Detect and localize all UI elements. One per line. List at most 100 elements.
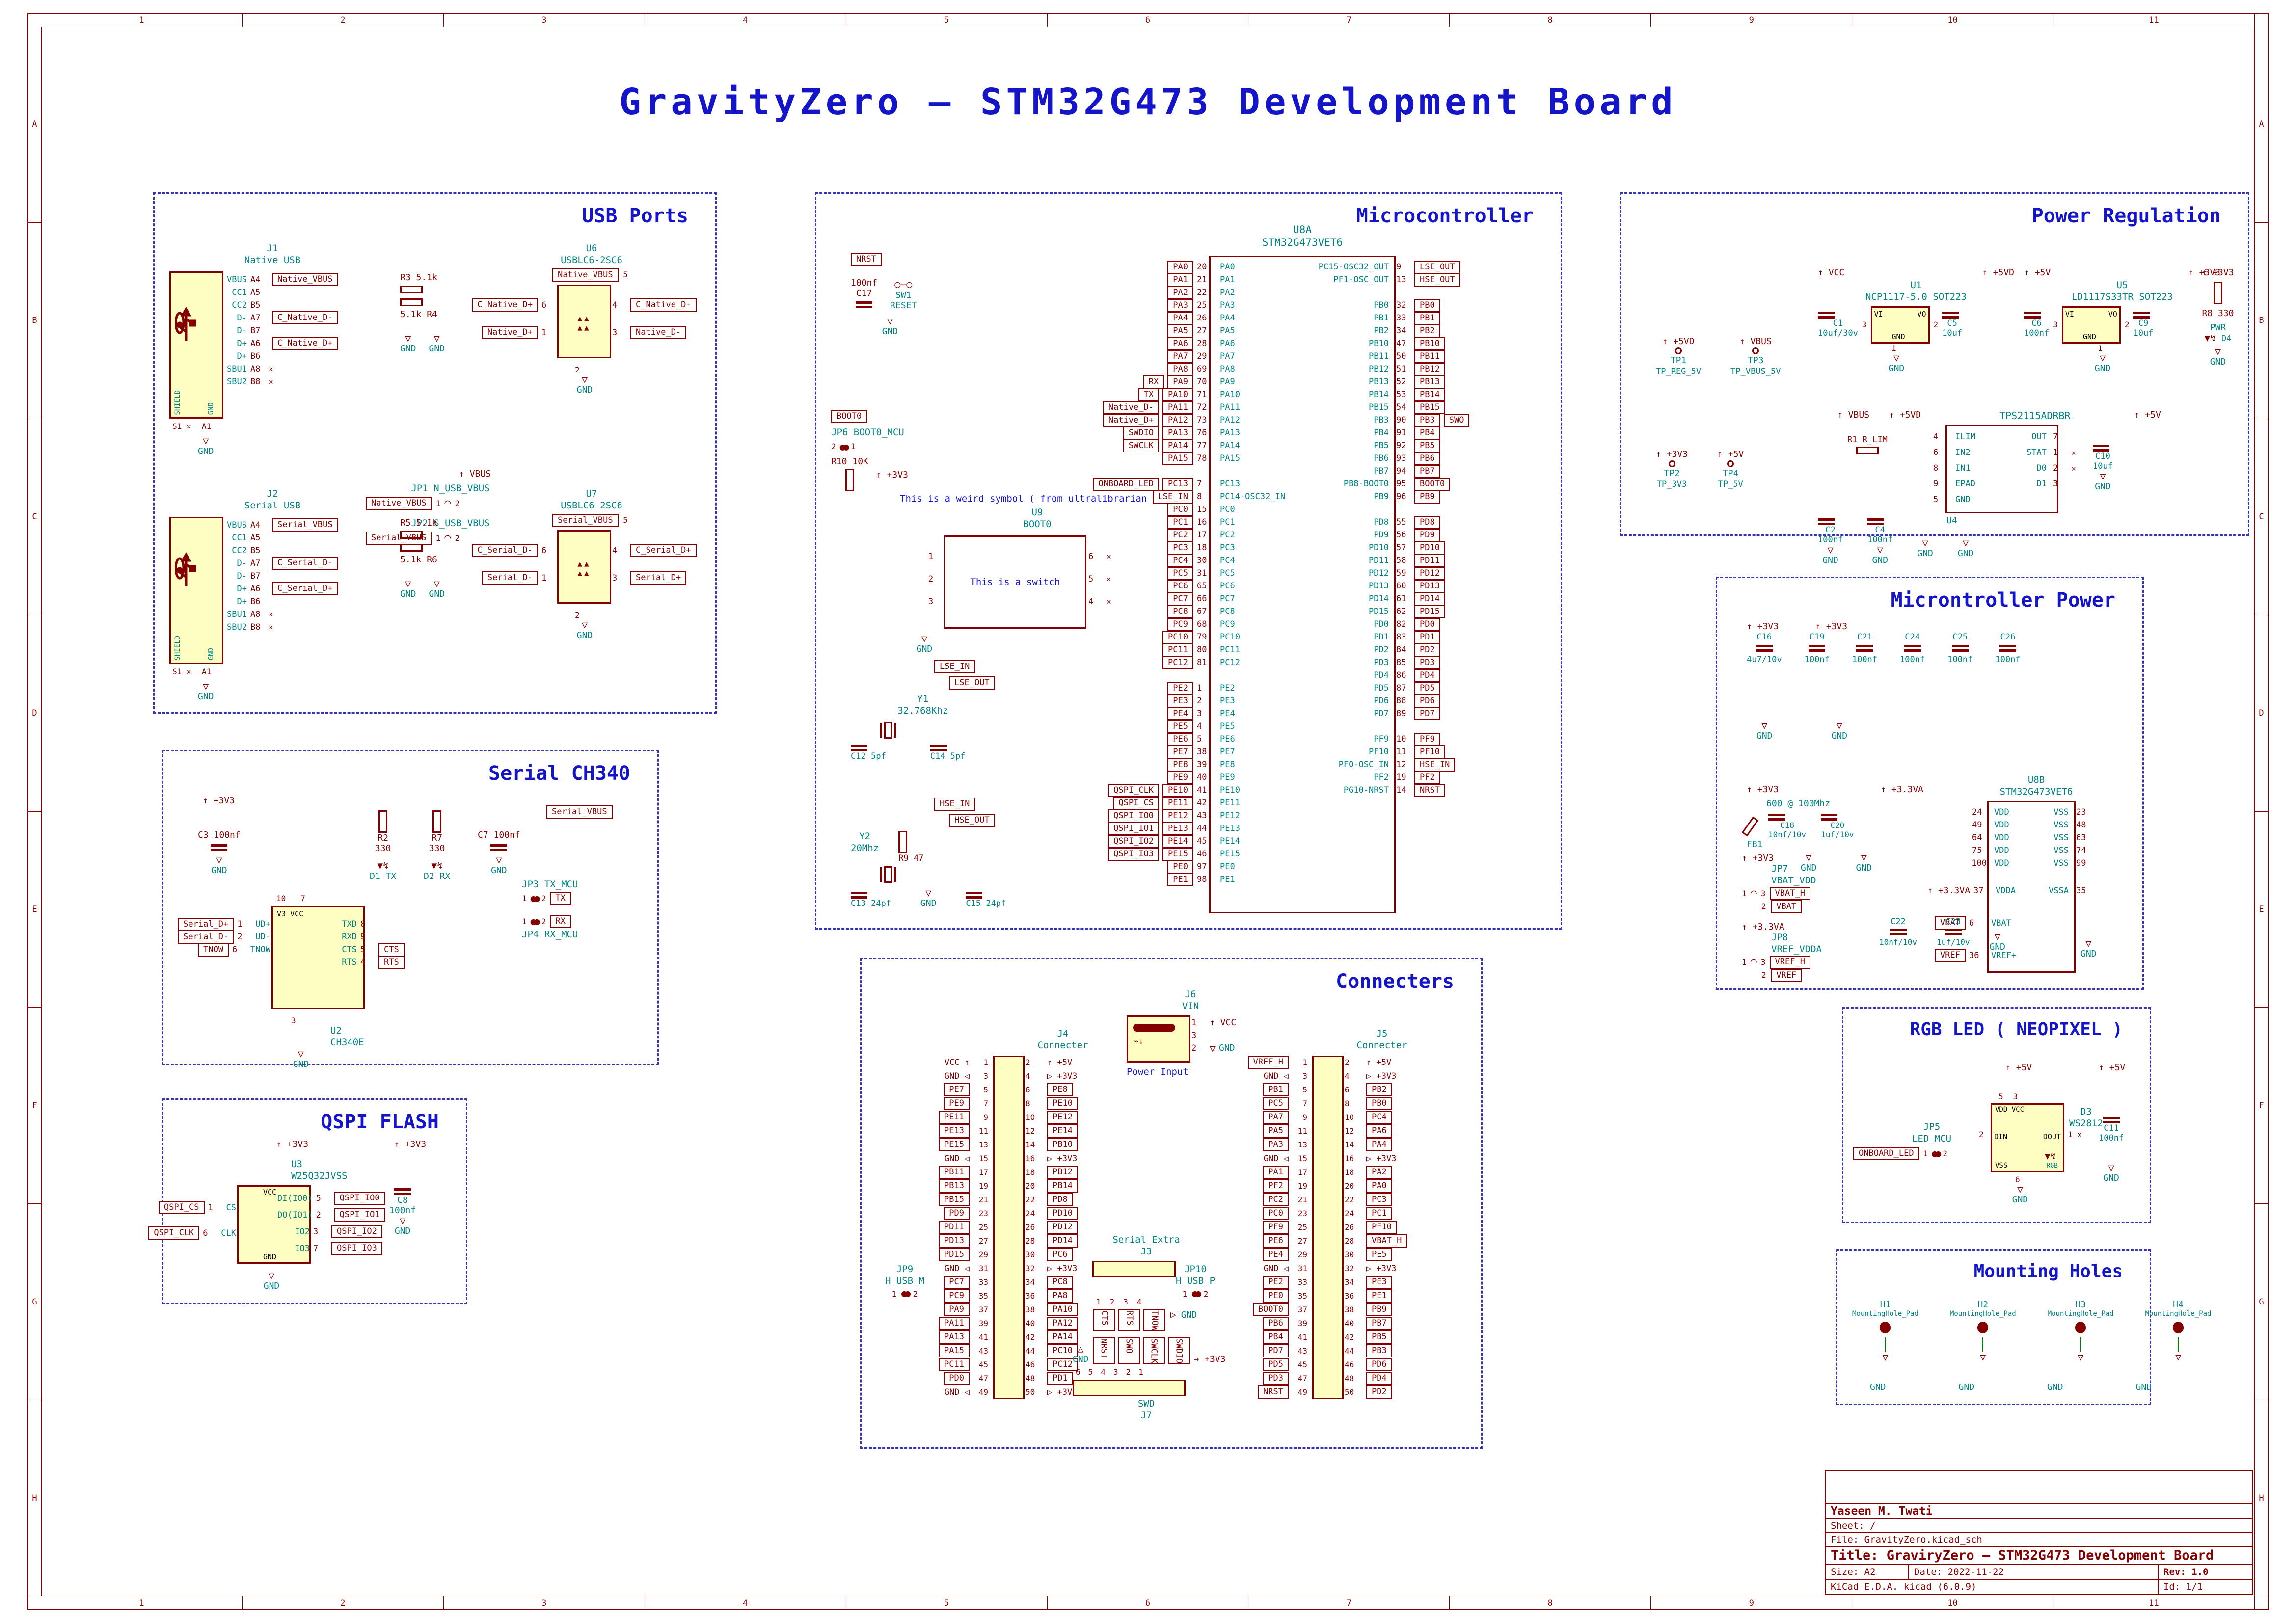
pin-number: 44 — [1026, 1346, 1035, 1356]
connector-row: PB15 21 22 PD8 — [881, 1193, 1156, 1207]
pin-name: PA8 — [1220, 364, 1235, 374]
pin-name: VSS — [2053, 845, 2069, 855]
jp1-ref: JP1 — [411, 483, 428, 494]
pin-number: 2 — [2053, 463, 2058, 473]
pin-name: PB14 — [1369, 390, 1389, 399]
tp3-pad — [1752, 347, 1759, 354]
pin-name: PE0 — [1220, 862, 1235, 872]
hole-ref: H1 — [1880, 1300, 1891, 1310]
net-label: PA9 — [944, 1303, 970, 1316]
pin-number: 4 — [1933, 432, 1939, 442]
u9-right-pins: 6✕5✕4✕ — [1088, 545, 1111, 613]
gnd-symbol: ▽GND — [1989, 931, 2006, 952]
pin-name: PD12 — [1369, 568, 1389, 578]
vbus-net: ↑ VBUS — [459, 469, 491, 479]
u6-value: USBLC6-2SC6 — [561, 254, 622, 266]
block-title: Microcontroller — [1356, 205, 1534, 227]
hole-value: MountingHole_Pad — [2145, 1310, 2212, 1318]
net-label: PE1 — [1366, 1289, 1392, 1303]
net-label: Native_D+ — [482, 326, 538, 339]
pin-number: 26 — [1345, 1223, 1354, 1232]
c7-capacitor — [490, 844, 508, 851]
pin-number: 15 — [978, 1154, 988, 1163]
gnd-symbol: ▽GND — [1957, 537, 1974, 559]
pin-name: PD8 — [1374, 517, 1389, 527]
net-label: PC13 — [1162, 477, 1193, 491]
extra-net-label: QSPI_IO3 — [1108, 847, 1160, 861]
net-label: PB1 — [1263, 1083, 1289, 1096]
net-label: RTS — [378, 956, 405, 969]
pin-row — [1314, 503, 1469, 516]
pin-number: 46 — [1197, 849, 1207, 859]
pin-number: 13 — [1297, 1140, 1307, 1149]
net-label: PA8 — [1047, 1289, 1073, 1303]
connector-row: PD11 25 26 PD12 — [881, 1221, 1156, 1234]
pin-number: 1 — [983, 1058, 988, 1067]
net-label: PD10 — [1414, 541, 1445, 555]
jp1-value: N_USB_VBUS — [433, 483, 490, 494]
pin-name: PC4 — [1220, 556, 1235, 565]
extra-net-label: QSPI_CLK — [1108, 783, 1160, 797]
extra-net-label: Native_D- — [1103, 400, 1160, 414]
net-label: PD14 — [1414, 592, 1445, 606]
cap-symbol — [1856, 645, 1873, 652]
r5-resistor — [400, 531, 423, 539]
net-label: PB7 — [1366, 1317, 1392, 1330]
ruler-row-label: G — [28, 1204, 41, 1401]
gnd-symbol: ▽GND — [2210, 346, 2226, 367]
ruler-row-label: D — [2255, 615, 2268, 812]
pin-name: PA0 — [1220, 262, 1235, 272]
pin-name: SBU2 — [227, 376, 247, 387]
pin-number: 23 — [1297, 1209, 1307, 1218]
connector-row: PE9 7 8 PE10 — [881, 1097, 1156, 1111]
pin-name: PD1 — [1374, 632, 1389, 642]
j2-body: SHIELD GND — [169, 516, 223, 664]
net-label: SWDIO — [1167, 1337, 1190, 1365]
pin-number: 47 — [1396, 339, 1406, 348]
c18-capacitor — [1768, 814, 1785, 821]
pin-name: PD13 — [1369, 581, 1389, 591]
power-net: ▷ +3V3 — [1366, 1153, 1397, 1164]
block-title: Mounting Holes — [1973, 1261, 2123, 1281]
c15-capacitor — [966, 892, 983, 899]
ruler-col-label: 2 — [243, 13, 444, 27]
net-label: TNOW — [1143, 1309, 1165, 1331]
pin-number: 24 — [1972, 807, 1982, 817]
qspi-3v3: ↑ +3V3 — [276, 1139, 309, 1149]
tp4-pad — [1727, 460, 1734, 467]
net-label: PA15 — [939, 1344, 970, 1357]
pin-number: 49 — [1297, 1387, 1307, 1397]
pin-name: PA10 — [1220, 390, 1240, 399]
pin-number: 3 — [612, 573, 618, 583]
ruler-col-label: 8 — [1450, 1596, 1651, 1610]
net-label: PD8 — [1047, 1193, 1073, 1206]
j3-body — [1092, 1260, 1176, 1277]
pin-number: 9 — [360, 932, 366, 942]
net-label: NRST — [851, 253, 882, 266]
net-label: PB14 — [1047, 1179, 1078, 1193]
hole-pad — [2075, 1322, 2086, 1333]
pin-number: 21 — [1197, 275, 1207, 285]
pin-number: 3 — [313, 1226, 319, 1237]
pin-number: 13 — [978, 1140, 988, 1149]
pin-number: 29 — [1297, 1250, 1307, 1259]
pin-name: CLK — [221, 1228, 236, 1238]
ruler-row-label: A — [28, 27, 41, 223]
pin-number: 31 — [1297, 1264, 1307, 1273]
